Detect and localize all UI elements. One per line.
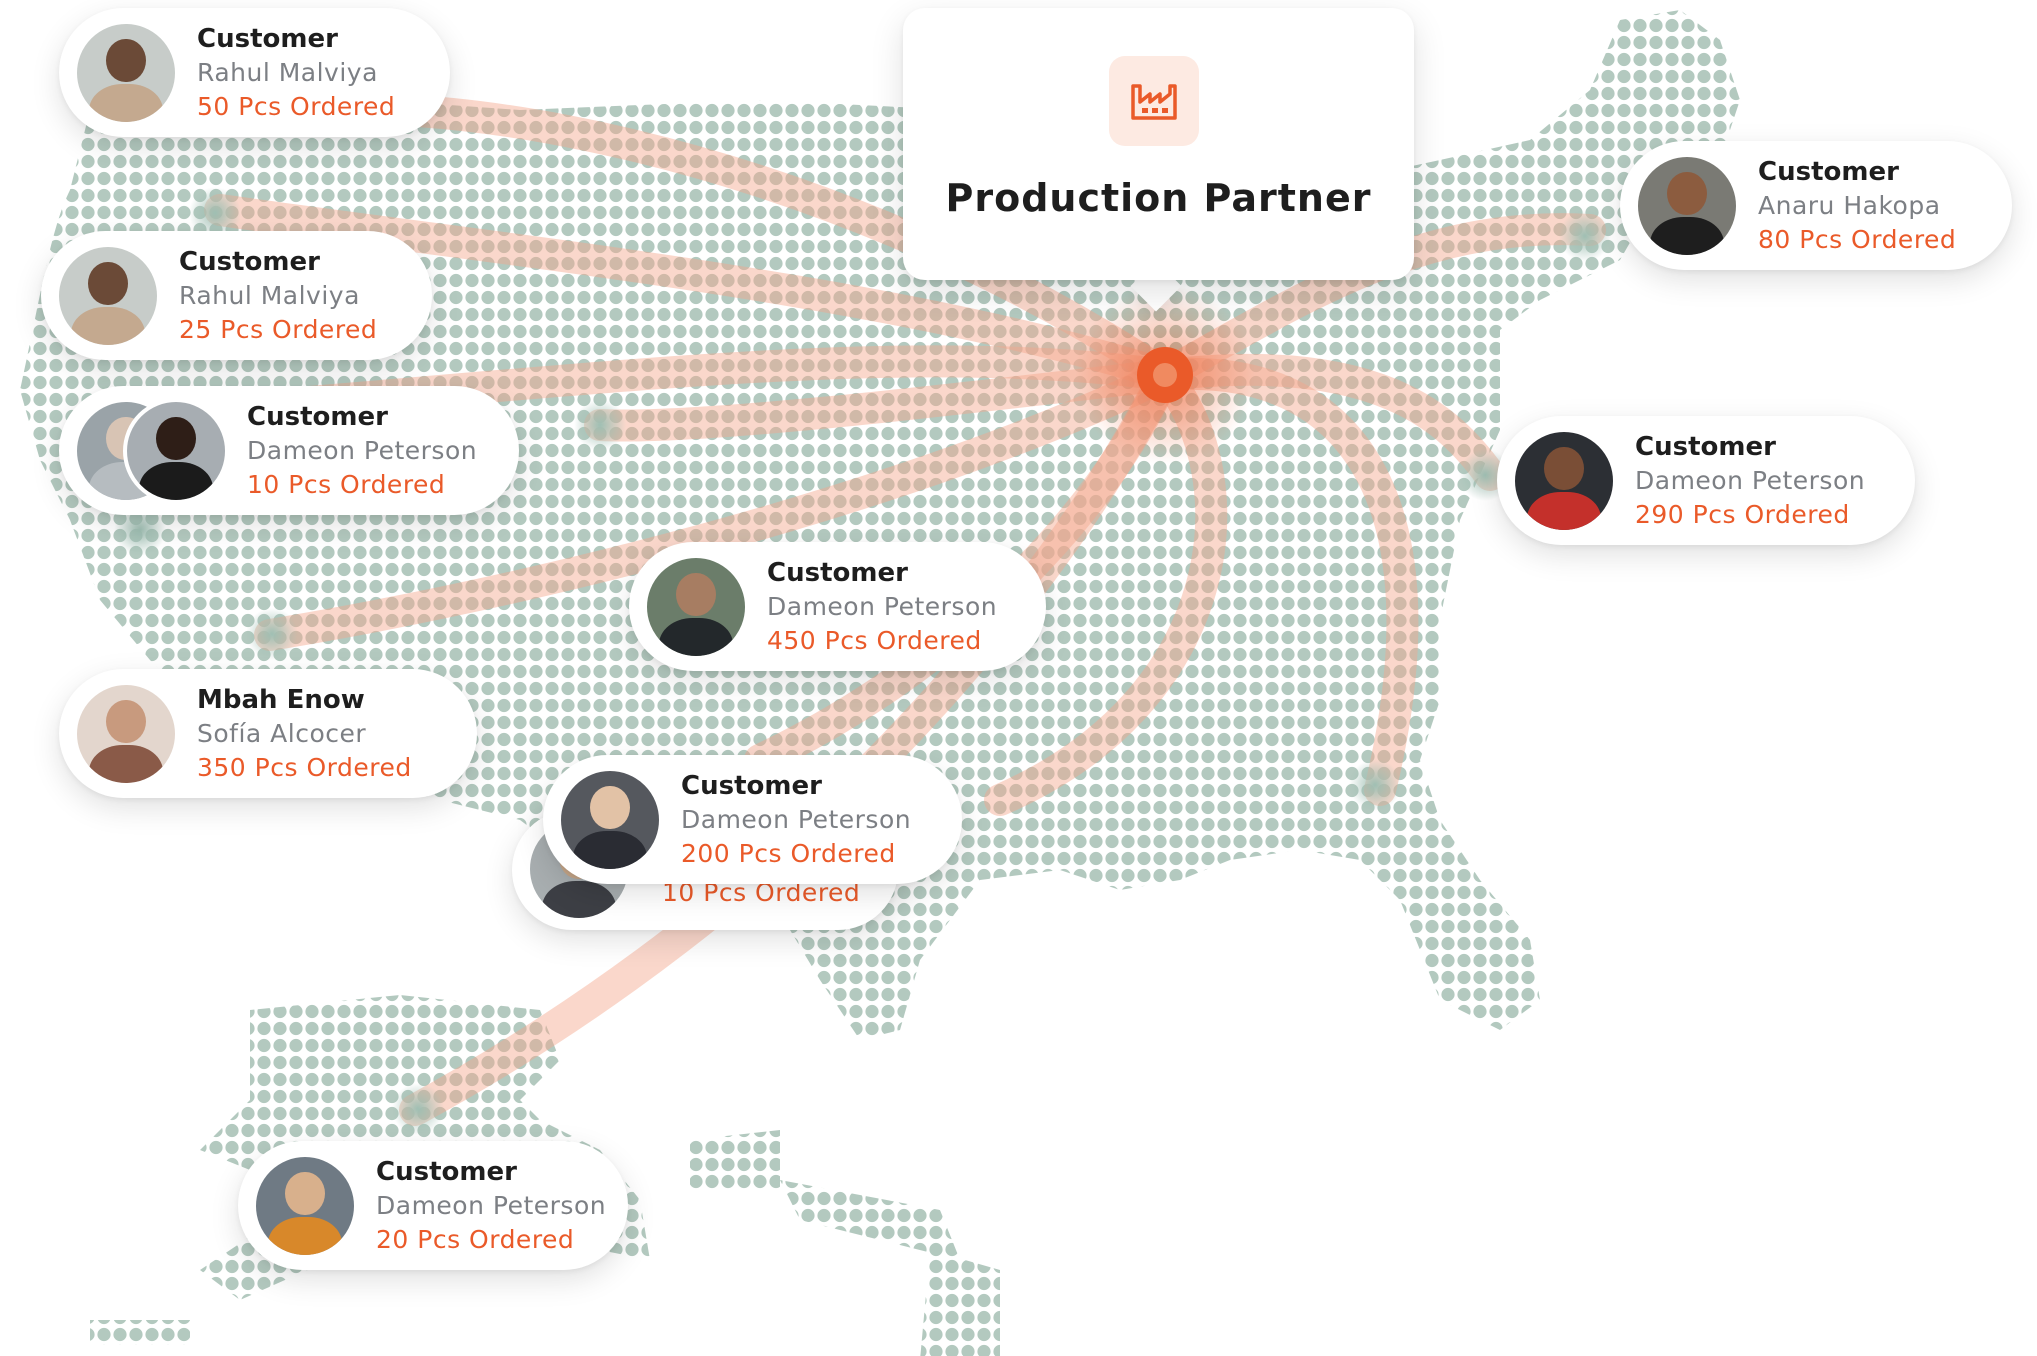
avatar [1634, 152, 1740, 259]
order-quantity: 350 Pcs Ordered [197, 752, 412, 782]
customer-role: Customer [1758, 156, 1899, 187]
avatar [73, 680, 179, 787]
avatar [252, 1152, 358, 1259]
route-line [204, 194, 1181, 391]
customer-name: Sofía Alcocer [197, 718, 367, 748]
customer-card[interactable]: Customer Dameon Peterson 290 Pcs Ordered [1497, 416, 1915, 545]
route-line [384, 94, 1181, 391]
customer-card[interactable]: Customer Anaru Hakopa 80 Pcs Ordered [1620, 141, 2012, 270]
order-quantity: 10 Pcs Ordered [247, 469, 446, 499]
customer-role: Customer [1635, 431, 1776, 462]
customer-card[interactable]: Mbah Enow Sofía Alcocer 350 Pcs Ordered [59, 669, 477, 798]
customer-card[interactable]: Customer Dameon Peterson 450 Pcs Ordered [629, 542, 1046, 671]
customer-role: Customer [247, 401, 388, 432]
customer-name: Dameon Peterson [681, 804, 912, 834]
customer-card[interactable]: Customer Dameon Peterson 200 Pcs Ordered [543, 755, 962, 884]
customer-name: Dameon Peterson [376, 1190, 607, 1220]
customer-node [189, 187, 241, 239]
route-line [584, 359, 1181, 442]
customer-name: Dameon Peterson [767, 591, 998, 621]
order-quantity: 290 Pcs Ordered [1635, 499, 1850, 529]
customer-nodes [114, 187, 1611, 1135]
production-partner-card[interactable]: Production Partner [903, 8, 1414, 280]
customer-name: Anaru Hakopa [1758, 190, 1941, 220]
customer-role: Mbah Enow [197, 684, 365, 715]
order-quantity: 25 Pcs Ordered [179, 314, 378, 344]
order-quantity: 80 Pcs Ordered [1758, 224, 1957, 254]
customer-name: Dameon Peterson [247, 435, 478, 465]
customer-role: Customer [179, 246, 320, 277]
customer-card[interactable]: Customer Dameon Peterson 20 Pcs Ordered [238, 1141, 628, 1270]
customer-card[interactable]: Customer Rahul Malviya 25 Pcs Ordered [41, 231, 432, 360]
route-line [399, 359, 1181, 1126]
order-quantity: 20 Pcs Ordered [376, 1224, 575, 1254]
customer-node [114, 504, 166, 556]
customer-name: Rahul Malviya [197, 57, 378, 87]
customer-role: Customer [197, 23, 338, 54]
avatar [643, 553, 749, 660]
avatar [55, 242, 161, 349]
factory-icon [1109, 56, 1199, 146]
customer-card[interactable]: Customer Rahul Malviya 50 Pcs Ordered [59, 8, 450, 137]
customer-name: Rahul Malviya [179, 280, 360, 310]
avatar [73, 19, 179, 126]
route-line [254, 359, 1181, 651]
avatar [557, 766, 663, 873]
customer-role: Customer [681, 770, 822, 801]
production-partner-title: Production Partner [945, 176, 1372, 220]
customer-name: Dameon Peterson [1635, 465, 1866, 495]
order-quantity: 50 Pcs Ordered [197, 91, 396, 121]
customer-card[interactable]: Customer Dameon Peterson 10 Pcs Ordered [59, 386, 519, 515]
customer-role: Customer [376, 1156, 517, 1187]
customer-node [246, 608, 298, 660]
production-hub [1075, 285, 1255, 465]
customer-node [1349, 759, 1401, 811]
customer-node [574, 399, 626, 451]
avatar [123, 397, 229, 504]
customer-role: Customer [767, 557, 908, 588]
avatar [1511, 427, 1617, 534]
customer-node [392, 1083, 444, 1135]
customer-node [1559, 210, 1611, 262]
order-quantity: 450 Pcs Ordered [767, 625, 982, 655]
order-quantity: 200 Pcs Ordered [681, 838, 896, 868]
